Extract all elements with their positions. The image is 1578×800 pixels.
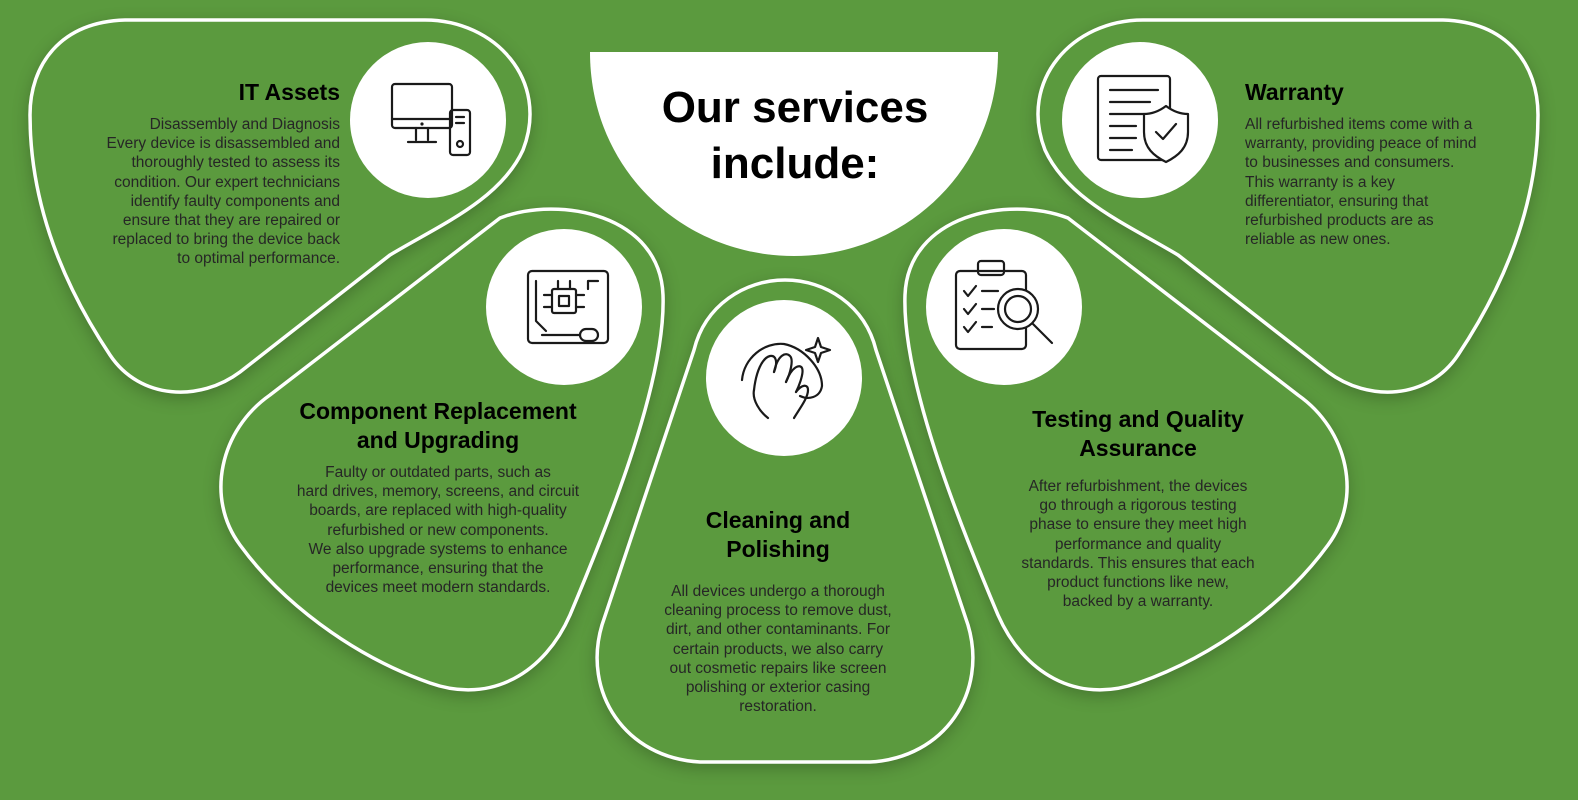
header-semicircle bbox=[590, 52, 998, 256]
petal-cleaning-polishing bbox=[595, 278, 975, 764]
service-title-cleaning-polishing: Cleaning and Polishing bbox=[705, 507, 851, 562]
desktop-computer-icon bbox=[390, 82, 472, 157]
service-card-testing-quality: Testing and Quality Assurance After refu… bbox=[990, 405, 1286, 611]
service-title-testing-quality: Testing and Quality Assurance bbox=[1032, 406, 1244, 461]
warranty-document-icon bbox=[1096, 74, 1190, 164]
service-title-warranty: Warranty bbox=[1245, 79, 1344, 105]
service-card-it-assets: IT Assets Disassembly and Diagnosis Ever… bbox=[70, 78, 340, 269]
service-description-cleaning-polishing: All devices undergo a thorough cleaning … bbox=[664, 583, 892, 716]
service-description-warranty: All refurbished items come with a warran… bbox=[1245, 116, 1477, 249]
service-card-warranty: Warranty All refurbished items come with… bbox=[1245, 78, 1525, 249]
icon-circle-warranty bbox=[1062, 42, 1218, 198]
checklist-magnifier-icon bbox=[954, 259, 1054, 351]
service-description-testing-quality: After refurbishment, the devices go thro… bbox=[1021, 478, 1255, 611]
page-title: Our services include: bbox=[661, 83, 929, 188]
service-title-it-assets: IT Assets bbox=[238, 79, 340, 105]
service-card-component-replacement: Component Replacement and Upgrading Faul… bbox=[268, 397, 608, 597]
cleaning-hand-icon bbox=[740, 336, 832, 420]
service-card-cleaning-polishing: Cleaning and Polishing All devices under… bbox=[633, 506, 923, 716]
icon-circle-cleaning bbox=[706, 300, 862, 456]
service-description-component-replacement: Faulty or outdated parts, such as hard d… bbox=[296, 464, 580, 597]
service-description-it-assets: Disassembly and Diagnosis Every device i… bbox=[106, 116, 340, 268]
service-title-component-replacement: Component Replacement and Upgrading bbox=[299, 398, 577, 453]
circuit-board-icon bbox=[526, 269, 610, 345]
